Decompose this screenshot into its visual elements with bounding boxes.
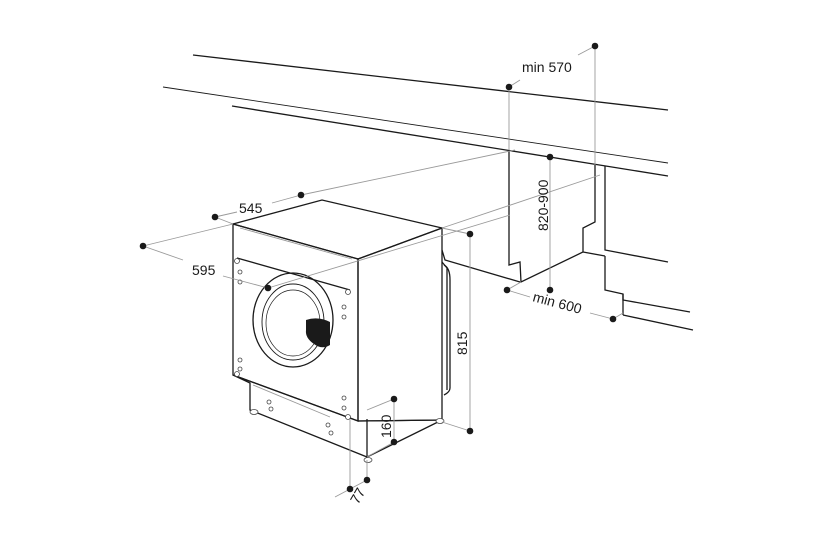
plinth-height-label: 160 — [378, 414, 394, 438]
door-handle — [305, 318, 330, 348]
worktop — [162, 54, 669, 177]
feet — [249, 409, 445, 463]
niche-recess — [441, 150, 694, 390]
screw-holes — [234, 258, 351, 436]
worktop-height-label: 820-900 — [535, 179, 551, 231]
height-label: 815 — [454, 331, 470, 355]
plinth-setback-label: 77 — [347, 485, 369, 507]
width-label: 545 — [239, 200, 263, 216]
depth-label: 595 — [192, 262, 216, 278]
niche-depth-label: min 600 — [531, 288, 583, 316]
dimension-lines — [142, 45, 624, 498]
washing-machine — [230, 199, 451, 463]
door — [252, 272, 334, 368]
dimension-dots — [139, 42, 617, 493]
niche-width-label: min 570 — [522, 59, 572, 75]
